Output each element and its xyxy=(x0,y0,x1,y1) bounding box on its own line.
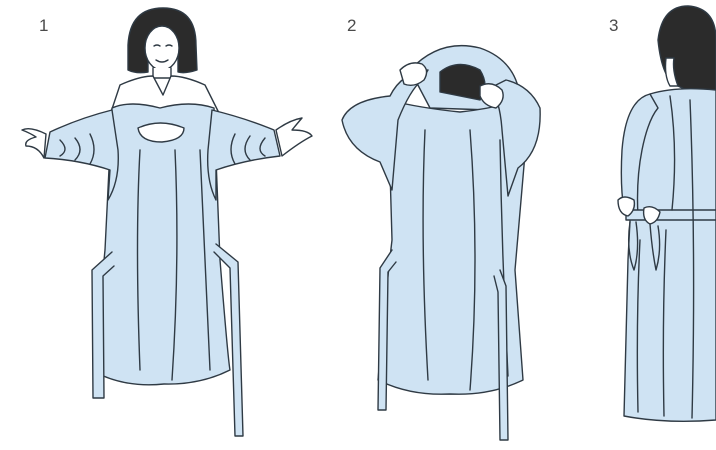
right-sleeve xyxy=(208,110,280,200)
step-1-illustration-icon xyxy=(0,0,330,450)
step-3-panel: 3 xyxy=(566,0,716,450)
waist-band xyxy=(626,210,716,220)
step-3-illustration-icon xyxy=(566,0,716,450)
step-2-panel: 2 xyxy=(330,0,566,450)
step-2-illustration-icon xyxy=(330,0,566,450)
step-1-panel: 1 xyxy=(0,0,330,450)
face-shape xyxy=(145,26,179,70)
left-hand xyxy=(618,197,634,216)
left-sleeve xyxy=(45,110,118,200)
left-hand xyxy=(22,129,46,158)
right-hand xyxy=(276,118,312,156)
